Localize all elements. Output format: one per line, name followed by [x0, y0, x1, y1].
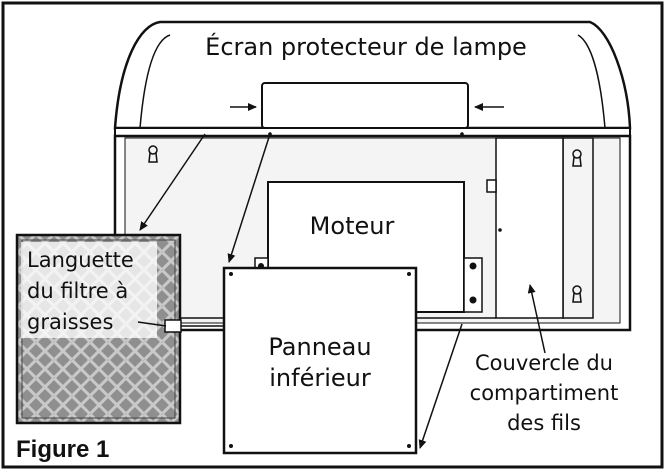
keyhole-icon: [572, 285, 582, 303]
keyhole-icon: [572, 149, 582, 167]
arrow-wiring-cover: [527, 284, 546, 354]
label-wiring-cover-line-3: des fils: [507, 411, 581, 435]
wiring-compartment-cover: [495, 137, 564, 319]
motor-bracket-right: [463, 257, 483, 313]
label-filter-tab-line-1: Languette: [27, 248, 134, 272]
lamp-shield: [261, 82, 469, 129]
arrow-to-filter: [139, 133, 206, 231]
label-motor: Moteur: [310, 212, 395, 240]
label-filter-tab-line-3: graisses: [27, 310, 113, 334]
arrow-bottom-panel-rear: [418, 323, 463, 449]
leader-arrows: [139, 103, 546, 449]
hood-canopy: [113, 20, 632, 130]
filter-tab-leader: [137, 321, 167, 327]
grease-filter-tab: [164, 319, 182, 333]
bottom-panel: [222, 266, 418, 455]
label-bottom-panel-line-2: inférieur: [269, 364, 371, 392]
label-bottom-panel-line-1: Panneau: [268, 333, 371, 361]
label-lamp-shield: Écran protecteur de lampe: [205, 32, 527, 61]
label-filter-tab-line-2: du filtre à: [27, 279, 128, 303]
figure-label-backing: [12, 432, 160, 464]
label-wiring-cover-line-2: compartiment: [470, 381, 619, 405]
figure-label: Figure 1: [16, 436, 109, 463]
label-wiring-cover-line-1: Couvercle du: [475, 351, 613, 375]
filter-label-backing: [21, 242, 157, 338]
cover-tab: [486, 179, 497, 193]
keyhole-icon: [148, 145, 158, 163]
arrow-to-bottom-panel: [227, 133, 271, 263]
